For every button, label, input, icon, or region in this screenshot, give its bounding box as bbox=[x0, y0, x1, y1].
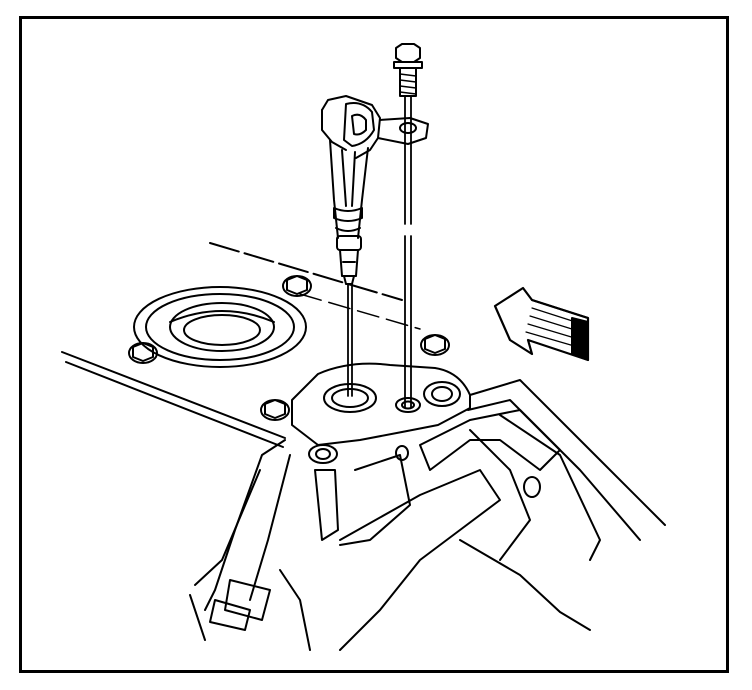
direction-arrow bbox=[493, 286, 590, 362]
hex-bolt-4 bbox=[260, 399, 290, 421]
alignment-lines bbox=[347, 95, 412, 409]
hex-bolt-1 bbox=[282, 275, 312, 297]
plate-centerline bbox=[299, 293, 421, 330]
casting-right-arm bbox=[469, 379, 666, 526]
casting-web-left bbox=[314, 469, 339, 541]
plate-bolts bbox=[128, 275, 450, 421]
sensor bbox=[321, 95, 429, 285]
hex-bolt-3 bbox=[420, 334, 450, 356]
hex-bolt-2 bbox=[128, 342, 158, 364]
casting-bottom-web bbox=[339, 469, 501, 651]
housing bbox=[61, 242, 666, 651]
plate-back-edge bbox=[209, 242, 403, 301]
plate-front-edge bbox=[61, 351, 286, 439]
bolt bbox=[393, 43, 423, 97]
mounting-boss bbox=[291, 362, 471, 464]
seal-ring bbox=[133, 286, 307, 368]
plate-front-edge-lower bbox=[65, 361, 284, 448]
